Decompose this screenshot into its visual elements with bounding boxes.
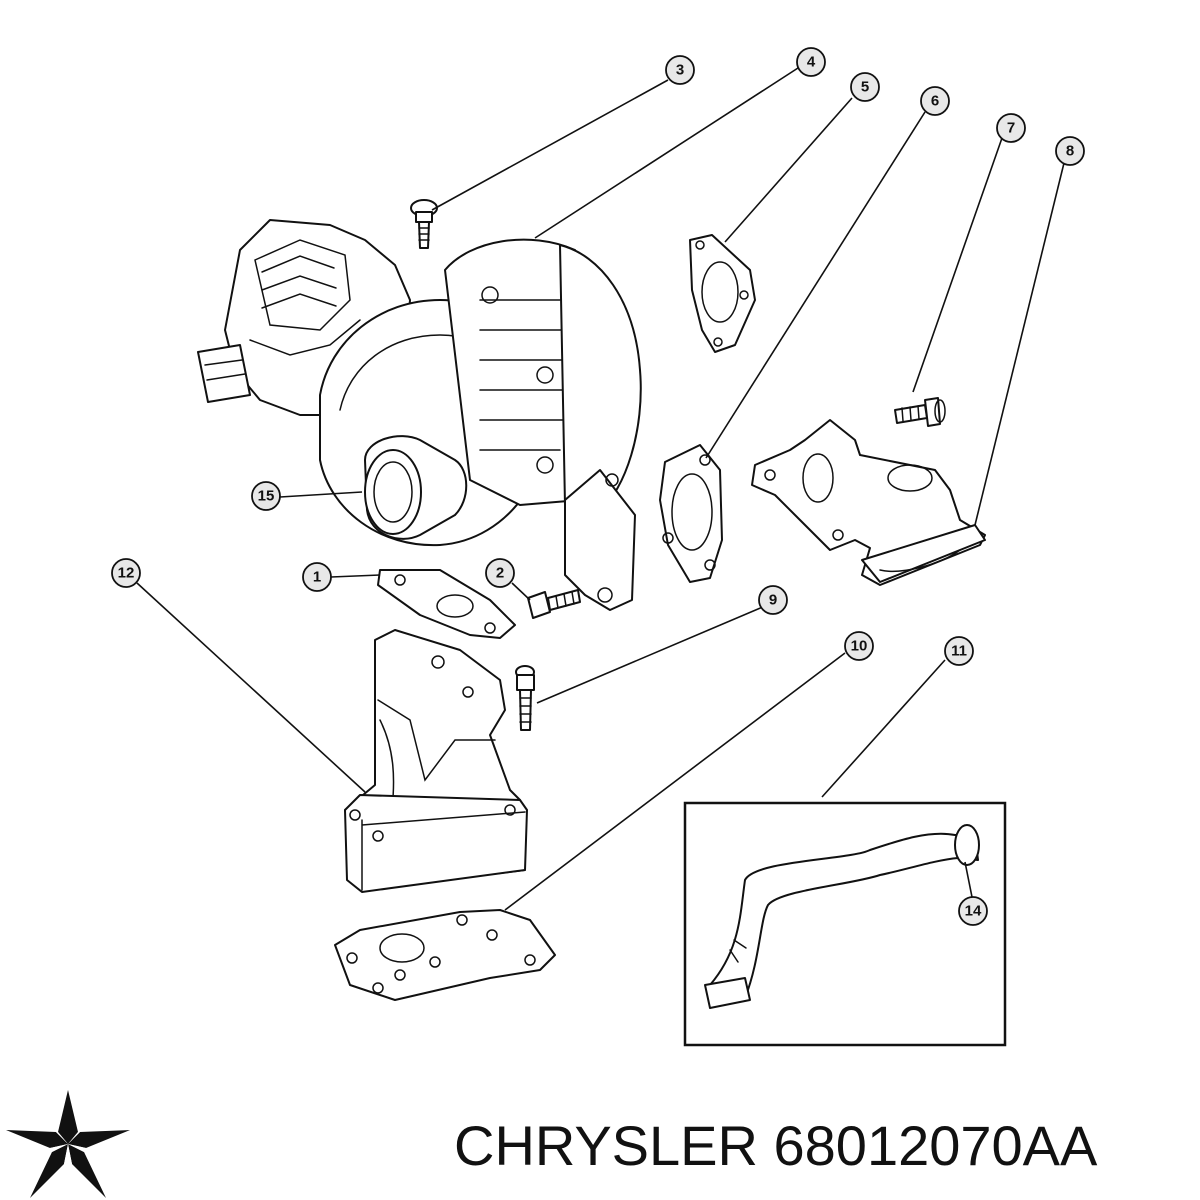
callout-15-label: 15 [258, 488, 275, 505]
callout-5-label: 5 [861, 79, 869, 96]
callout-2-label: 2 [496, 565, 504, 582]
callout-9: 9 [758, 585, 788, 615]
callout-5: 5 [850, 72, 880, 102]
bracket-part-12 [344, 629, 528, 893]
exhaust-elbow-part-8 [751, 419, 986, 586]
callout-8: 8 [1055, 136, 1085, 166]
pentastar-icon [6, 1090, 130, 1198]
callout-6: 6 [920, 86, 950, 116]
callout-3: 3 [665, 55, 695, 85]
callout-2: 2 [485, 558, 515, 588]
callout-11: 11 [944, 636, 974, 666]
bolt-part-7 [894, 397, 946, 427]
callout-1: 1 [302, 562, 332, 592]
callout-8-label: 8 [1066, 143, 1074, 160]
brand-name: CHRYSLER [454, 1114, 758, 1177]
callout-10: 10 [844, 631, 874, 661]
callout-14-label: 14 [965, 903, 982, 920]
part-caption: CHRYSLER 68012070AA [454, 1108, 1190, 1184]
callout-4: 4 [796, 47, 826, 77]
bolt-part-3 [410, 199, 438, 249]
gasket-part-5 [689, 234, 756, 353]
callout-10-label: 10 [851, 638, 868, 655]
leader-lines [136, 67, 1065, 911]
callout-4-label: 4 [807, 54, 816, 71]
callout-12-label: 12 [118, 565, 135, 582]
callout-14: 14 [958, 896, 988, 926]
bolt-part-9 [515, 665, 535, 731]
callout-3-label: 3 [676, 62, 684, 79]
callout-7: 7 [996, 113, 1026, 143]
callout-9-label: 9 [769, 592, 777, 609]
callout-11-label: 11 [951, 643, 967, 660]
callout-6-label: 6 [931, 93, 939, 110]
turbocharger-assembly [197, 219, 642, 611]
callout-15: 15 [251, 481, 281, 511]
callout-7-label: 7 [1007, 120, 1015, 137]
bolt-part-2 [527, 589, 581, 619]
callout-12: 12 [111, 558, 141, 588]
part-number: 68012070AA [773, 1114, 1098, 1177]
gasket-part-6 [659, 444, 723, 583]
callout-1-label: 1 [313, 569, 321, 586]
gasket-part-1 [377, 569, 516, 639]
gasket-part-10 [334, 909, 556, 1001]
tube-part-14 [704, 824, 980, 1009]
